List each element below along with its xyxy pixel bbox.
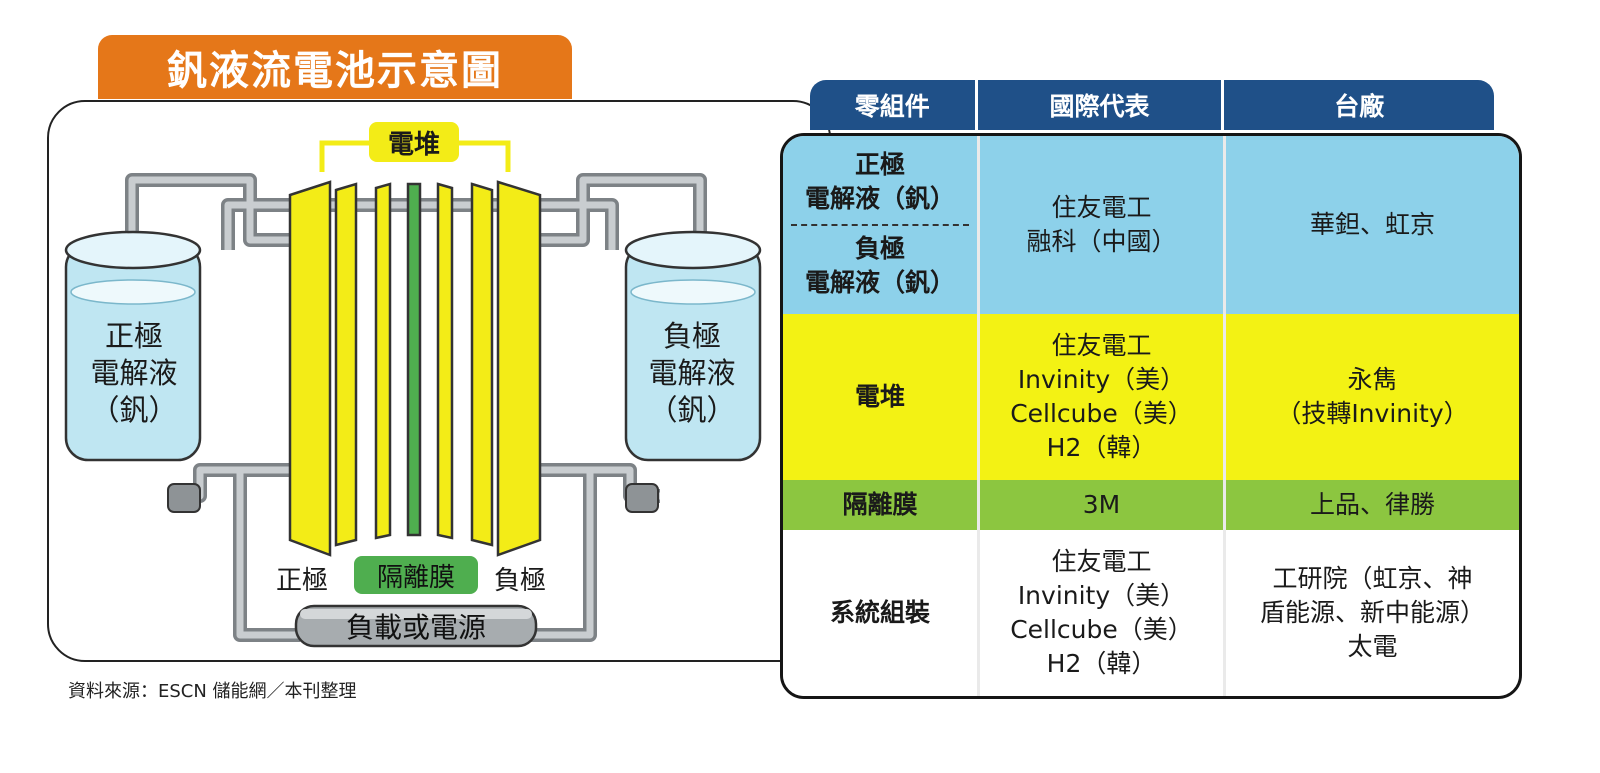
source-note: 資料來源：ESCN 儲能網／本刊整理: [68, 681, 357, 702]
header-component: 零組件: [810, 80, 978, 130]
battery-diagram: [64, 140, 762, 648]
cell-component: 隔離膜: [783, 480, 980, 530]
positive-electrolyte-tank: [64, 230, 202, 513]
stack-label: 電堆: [369, 122, 459, 162]
cell-taiwan: 工研院（虹京、神 盾能源、新中能源） 太電: [1259, 564, 1485, 661]
cell-international: 住友電工 Invinity（美） Cellcube（美） H2（韓）: [980, 530, 1226, 696]
supplier-table: 正極 電解液（釩） 負極 電解液（釩） 住友電工 融科（中國） 華鉭、虹京 電堆…: [780, 133, 1522, 699]
table-header: 零組件 國際代表 台廠: [810, 80, 1494, 130]
positive-electrode-label: 正極: [276, 566, 329, 596]
cell-international: 住友電工 融科（中國）: [980, 136, 1226, 314]
cell-component: 系統組裝: [783, 530, 980, 696]
load-label: 負載或電源: [345, 611, 486, 644]
dashed-divider: [791, 224, 969, 226]
cell-component: 電堆: [783, 314, 980, 480]
cell-stack: [288, 180, 542, 557]
negative-tank-label: 負極 電解液 （釩）: [648, 319, 736, 427]
cell-taiwan: 永雋 （技轉Invinity）: [1276, 365, 1469, 428]
cell-taiwan: 華鉭、虹京: [1309, 210, 1435, 239]
membrane-label: 隔離膜: [354, 556, 478, 594]
cell-international: 3M: [980, 480, 1226, 530]
cell-component: 正極 電解液（釩） 負極 電解液（釩）: [783, 136, 980, 314]
header-taiwan: 台廠: [1334, 92, 1385, 121]
negative-electrode-label: 負極: [494, 566, 547, 596]
header-international: 國際代表: [978, 80, 1225, 130]
cell-international: 住友電工 Invinity（美） Cellcube（美） H2（韓）: [980, 314, 1226, 480]
stack-bracket: [319, 140, 511, 172]
positive-tank-label: 正極 電解液 （釩）: [90, 319, 178, 427]
cell-taiwan: 上品、律勝: [1309, 490, 1435, 519]
table-row-stack: 電堆 住友電工 Invinity（美） Cellcube（美） H2（韓） 永雋…: [783, 314, 1519, 480]
load-cylinder: [294, 604, 538, 648]
table-row-electrolyte: 正極 電解液（釩） 負極 電解液（釩） 住友電工 融科（中國） 華鉭、虹京: [783, 136, 1519, 314]
diagram-title: 釩液流電池示意圖: [98, 35, 572, 99]
negative-electrolyte-tank: [624, 230, 762, 513]
table-row-membrane: 隔離膜 3M 上品、律勝: [783, 480, 1519, 530]
table-row-system: 系統組裝 住友電工 Invinity（美） Cellcube（美） H2（韓） …: [783, 530, 1519, 696]
